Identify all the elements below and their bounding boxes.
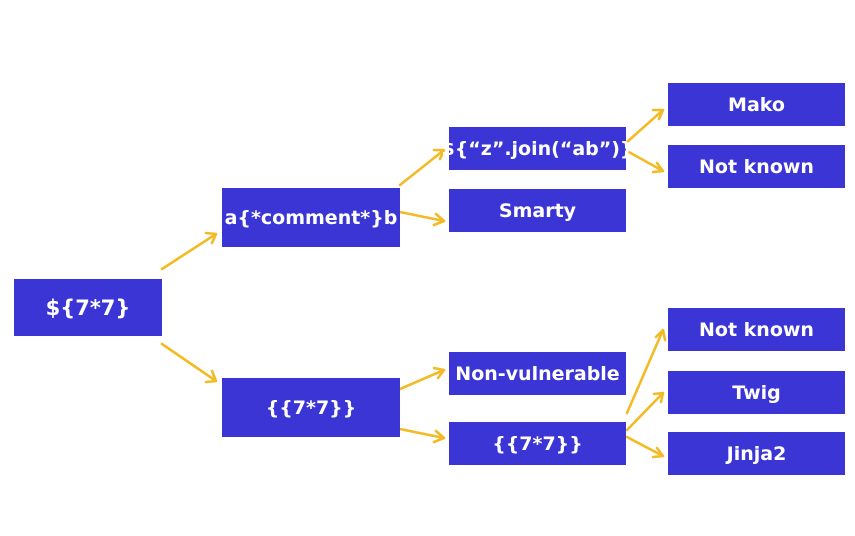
arrow-double-brace-2-to-twig xyxy=(625,391,665,432)
arrow-root-to-comment xyxy=(160,231,218,271)
arrow-double-brace-1-to-non-vulnerable xyxy=(398,366,446,391)
node-non-vulnerable: Non-vulnerable xyxy=(449,352,626,395)
node-double-brace-payload-2: {{7*7}} xyxy=(449,422,626,465)
arrow-join-to-not-known-1 xyxy=(625,149,665,174)
node-root-payload: ${7*7} xyxy=(14,279,162,336)
arrow-double-brace-2-to-jinja2 xyxy=(625,435,665,459)
node-not-known-2: Not known xyxy=(668,308,845,351)
arrow-comment-to-join xyxy=(398,148,446,187)
node-join-payload: ${“z”.join(“ab”)} xyxy=(442,127,633,170)
arrow-join-to-mako xyxy=(625,108,665,144)
arrow-double-brace-2-to-not-known-2 xyxy=(625,328,667,415)
node-smarty: Smarty xyxy=(449,189,626,232)
node-mako: Mako xyxy=(668,83,845,126)
node-jinja2: Jinja2 xyxy=(668,432,845,475)
arrow-double-brace-1-to-double-brace-2 xyxy=(398,427,446,444)
arrow-comment-to-smarty xyxy=(398,210,446,227)
arrow-root-to-double-brace-1 xyxy=(160,342,218,384)
node-double-brace-payload-1: {{7*7}} xyxy=(222,378,400,437)
node-comment-payload: a{*comment*}b xyxy=(222,188,400,247)
node-twig: Twig xyxy=(668,371,845,414)
node-not-known-1: Not known xyxy=(668,145,845,188)
